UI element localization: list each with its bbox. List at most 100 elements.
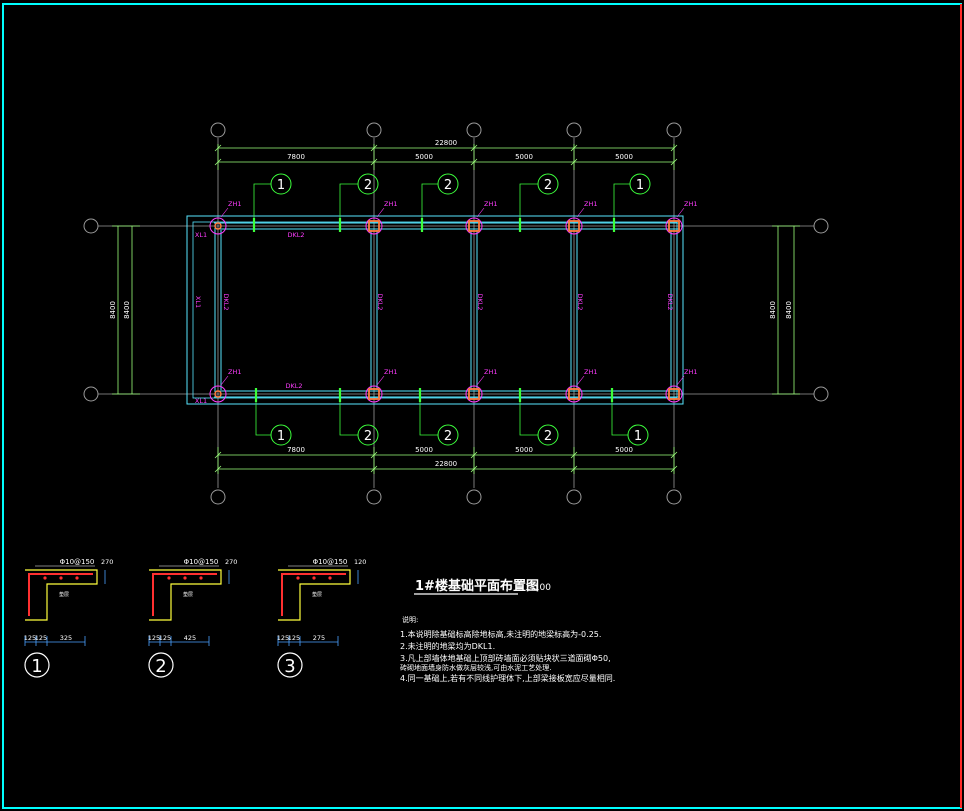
pile-circle [665, 217, 683, 235]
beam-label-vertical: DKL2 [576, 293, 584, 310]
dim-left: 8400 [109, 301, 117, 319]
dim-tick [570, 144, 578, 152]
column-label-zh1: ZH1 [684, 200, 697, 208]
section-leader-bottom [255, 398, 271, 436]
section-bubble-bottom [437, 424, 459, 446]
section-number-bottom: 2 [364, 429, 372, 444]
beam-label-corner-bottom: XL1 [195, 397, 207, 405]
axis-bubble-top [566, 122, 582, 138]
detail-dim-a: 125 [148, 634, 160, 642]
section-number-top: 2 [444, 178, 452, 193]
title-block: 1#楼基础平面布置图 1:100 [414, 578, 551, 595]
column-square [568, 220, 580, 232]
detail-side-dim: 120 [354, 558, 366, 566]
dim-right: 8400 [769, 301, 777, 319]
beam-label-left-inner: DKL2 [222, 293, 230, 310]
note-3: 3.凡上部墙体地基础上顶部砖墙面必须贴块状三道面砌Φ50, [400, 653, 611, 663]
axis-bubble-bottom [466, 489, 482, 505]
section-bubble-top [537, 173, 559, 195]
column-label-zh1: ZH1 [584, 200, 597, 208]
detail-rebar-dot [75, 576, 79, 580]
beam-label-vertical: DKL2 [666, 293, 674, 310]
detail-rebar-dot [199, 576, 203, 580]
axis-bubble-bottom [210, 489, 226, 505]
beam-outline-inner [192, 221, 678, 399]
section-bubble-top [357, 173, 379, 195]
section-bubble-top [437, 173, 459, 195]
dim-bay-top: 5000 [415, 153, 433, 161]
section-leader-top [613, 183, 630, 222]
pile-circle [565, 385, 583, 403]
beam-label-bottom: DKL2 [285, 382, 302, 390]
column-label-zh1: ZH1 [384, 200, 397, 208]
column-square [668, 220, 680, 232]
dim-tick [470, 158, 478, 166]
pile-circle [365, 385, 383, 403]
detail-dim-c: 275 [313, 634, 325, 642]
section-bubble-bottom [270, 424, 292, 446]
axis-bubble-top [666, 122, 682, 138]
column-leader [576, 207, 585, 218]
detail-id: 3 [284, 656, 295, 677]
dim-tick [570, 158, 578, 166]
section-number-bottom: 1 [634, 429, 642, 444]
dim-bay-bottom: 5000 [615, 446, 633, 454]
detail-top-spec: Φ10@150 [184, 558, 219, 566]
detail-id: 2 [155, 656, 166, 677]
dim-tick [370, 158, 378, 166]
section-leader-top [421, 183, 438, 222]
dim-tick [370, 451, 378, 459]
detail-rebar-dot [43, 576, 47, 580]
dim-tick [570, 465, 578, 473]
column-square [368, 388, 380, 400]
detail-rebar [152, 573, 217, 616]
column-square [468, 220, 480, 232]
section-bubble-bottom [537, 424, 559, 446]
section-bubble-top [270, 173, 292, 195]
detail-id: 1 [31, 656, 42, 677]
beam-outline-outer [186, 215, 684, 405]
column-leader [376, 207, 385, 218]
detail-top-spec: Φ10@150 [60, 558, 95, 566]
column-square [368, 220, 380, 232]
drawing-frame [2, 3, 962, 809]
beam-label-corner-top: XL1 [195, 231, 207, 239]
dim-left: 8400 [123, 301, 131, 319]
dim-tick [214, 465, 222, 473]
detail-rebar [281, 573, 346, 616]
dim-tick [470, 144, 478, 152]
detail-outline [25, 569, 98, 621]
column-label-zh1: ZH1 [228, 200, 241, 208]
dim-tick [670, 465, 678, 473]
column-label-zh1: ZH1 [384, 368, 397, 376]
axis-bubble-bottom [366, 489, 382, 505]
axis-bubble-top [466, 122, 482, 138]
dim-bay-bottom: 7800 [287, 446, 305, 454]
column-label-zh1: ZH1 [228, 368, 241, 376]
column-leader [476, 375, 485, 386]
column-label-zh1: ZH1 [484, 200, 497, 208]
detail-rebar-dot [183, 576, 187, 580]
section-leader-top [253, 183, 271, 222]
column-label-zh1: ZH1 [584, 368, 597, 376]
column-core [214, 222, 222, 230]
detail-side-dim: 270 [101, 558, 113, 566]
detail-note: 垫层 [59, 591, 69, 598]
dim-tick [370, 465, 378, 473]
detail-dim-a: 125 [277, 634, 289, 642]
notes-heading: 说明: [402, 615, 418, 624]
detail-rebar-dot [312, 576, 316, 580]
pile-circle [465, 217, 483, 235]
dim-bay-bottom: 5000 [515, 446, 533, 454]
dim-tick [214, 158, 222, 166]
note-2: 2.未注明的地梁均为DKL1. [400, 641, 495, 651]
beam-label-top: DKL2 [287, 231, 304, 239]
detail-note: 垫层 [312, 591, 322, 598]
column-leader [576, 375, 585, 386]
dim-bay-top: 7800 [287, 153, 305, 161]
pile-circle [365, 217, 383, 235]
dim-tick [670, 451, 678, 459]
detail-dim-c: 325 [60, 634, 72, 642]
